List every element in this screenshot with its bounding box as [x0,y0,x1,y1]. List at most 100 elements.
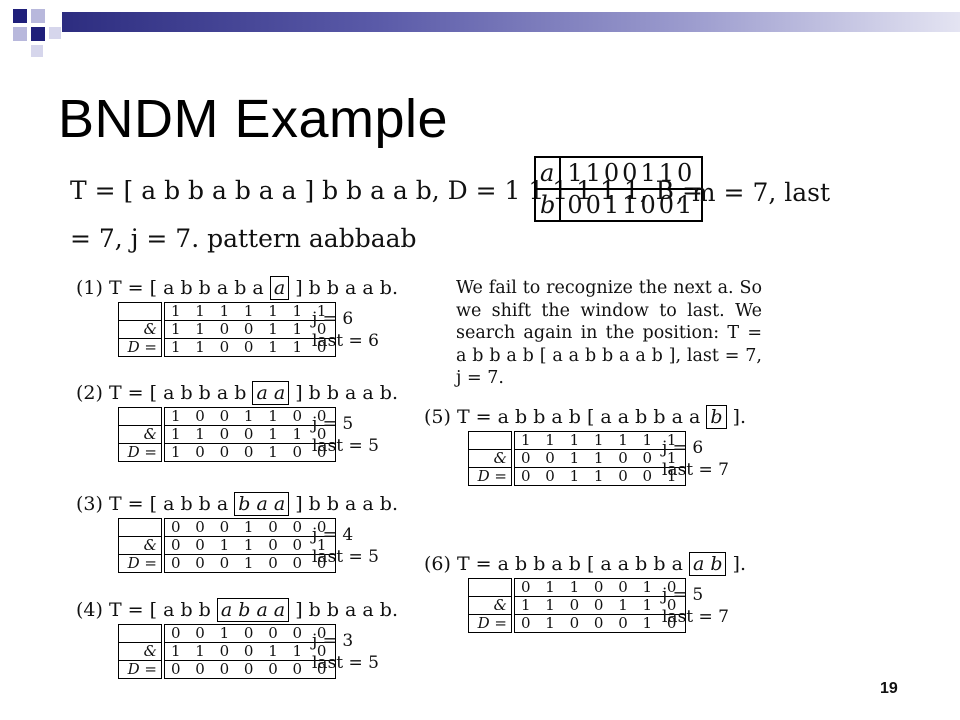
bit-row-label: & [118,425,165,444]
step-text-line: (4) T = [ a b b a b a a ] b b a a b. [76,598,398,622]
bit-row-bits: 0 0 1 1 0 0 1 [512,449,687,468]
step-prefix: T = [ a b b a [108,493,229,515]
step-suffix: ]. [732,406,746,428]
bit-row-label [118,624,165,643]
bit-row-bits: 1 1 0 0 1 1 0 [162,425,337,444]
step-block-5: (5) T = a b b a b [ a a b b a a b ]. 1 1… [424,405,746,486]
bit-row-bits: 1 0 0 1 1 0 0 [162,407,337,426]
bit-row-bits: 0 0 0 1 0 0 0 [162,554,337,573]
step-suffix: ] b b a a b. [295,382,398,404]
bit-row: &1 1 0 0 1 1 0 [118,425,337,444]
step-window-box: a b [688,552,727,576]
step-values: j = 5 last = 5 [312,413,379,457]
step-j-value: j = 5 [662,585,704,605]
header-line-2: = 7, j = 7. pattern aabbaab [70,224,417,253]
bit-row-label: D = [118,660,165,679]
bit-row-bits: 0 0 0 1 0 0 0 [162,518,337,537]
bit-row-bits: 0 0 0 0 0 0 0 [162,660,337,679]
bit-row: D =0 0 0 1 0 0 0 [118,554,337,573]
step-bit-table: 0 0 1 0 0 0 0 &1 1 0 0 1 1 0 D =0 0 0 0 … [118,624,337,679]
b-mask-symbol: a [533,156,562,190]
step-last-value: last = 5 [312,436,379,456]
bit-row-bits: 1 1 0 0 1 1 0 [162,320,337,339]
b-mask-symbol: b [533,188,562,222]
step-bit-table: 1 0 0 1 1 0 0 &1 1 0 0 1 1 0 D =1 0 0 0 … [118,407,337,462]
step-j-value: j = 6 [662,438,704,458]
step-label: (6) [424,553,451,575]
step-window-box: a b a a [216,598,290,622]
step-block-4: (4) T = [ a b b a b a a ] b b a a b. 0 0… [76,598,398,679]
step-j-value: j = 3 [312,631,354,651]
bit-row: D =1 0 0 0 1 0 0 [118,443,337,462]
bit-row: &0 0 1 1 0 0 1 [118,536,337,555]
step-values: j = 3 last = 5 [312,630,379,674]
bit-row-label: D = [118,443,165,462]
bit-row: &1 1 0 0 1 1 0 [118,320,337,339]
step-suffix: ] b b a a b. [295,599,398,621]
step-bit-table: 1 1 1 1 1 1 1 &1 1 0 0 1 1 0 D =1 1 0 0 … [118,302,337,357]
step-label: (2) [76,382,103,404]
bit-row-label: & [118,320,165,339]
step-prefix: T = [ a b b [108,599,211,621]
step-window-box: b [706,405,727,429]
b-mask-row: a 1100110 [533,156,704,190]
bit-row-bits: 0 0 1 1 0 0 1 [512,467,687,486]
step-block-1: (1) T = [ a b b a b a a ] b b a a b. 1 1… [76,276,398,357]
step-block-3: (3) T = [ a b b a b a a ] b b a a b. 0 0… [76,492,398,573]
bit-row: D =0 0 1 1 0 0 1 [468,467,687,486]
bit-row-label: D = [118,338,165,357]
bit-row-bits: 1 0 0 0 1 0 0 [162,443,337,462]
bit-row-label [468,431,515,450]
step-bit-table: 0 0 0 1 0 0 0 &0 0 1 1 0 0 1 D =0 0 0 1 … [118,518,337,573]
step-j-value: j = 6 [312,309,354,329]
step-block-6: (6) T = a b b a b [ a a b b a a b ]. 0 1… [424,552,746,633]
bit-row-label [118,302,165,321]
bit-row-label [118,518,165,537]
bit-row-bits: 1 1 1 1 1 1 1 [162,302,337,321]
header-line-1-tail: , m = 7, last [676,178,831,207]
bit-row-bits: 0 1 0 0 0 1 0 [512,614,687,633]
bit-row-bits: 1 1 0 0 1 1 0 [162,642,337,661]
step-last-value: last = 7 [662,607,729,627]
bit-row: D =0 0 0 0 0 0 0 [118,660,337,679]
step-j-value: j = 4 [312,525,354,545]
bit-row: 0 1 1 0 0 1 0 [468,578,687,597]
b-mask-table: a 1100110 b 0011001 [533,156,704,222]
step-last-value: last = 7 [662,460,729,480]
bit-row-bits: 1 1 1 1 1 1 1 [512,431,687,450]
bit-row-label [468,578,515,597]
page-number: 19 [880,680,898,697]
step-last-value: last = 5 [312,547,379,567]
bit-row-label: & [118,536,165,555]
bit-row-bits: 0 1 1 0 0 1 0 [512,578,687,597]
bit-row-label: D = [468,467,515,486]
bit-row: 1 0 0 1 1 0 0 [118,407,337,426]
b-mask-row: b 0011001 [533,188,704,222]
step-suffix: ]. [732,553,746,575]
step-last-value: last = 6 [312,331,379,351]
bit-row-bits: 1 1 0 0 1 1 0 [512,596,687,615]
bit-row-label: D = [468,614,515,633]
step-prefix: T = a b b a b [ a a b b a [456,553,683,575]
step-suffix: ] b b a a b. [295,277,398,299]
step-label: (1) [76,277,103,299]
step-text-line: (1) T = [ a b b a b a a ] b b a a b. [76,276,398,300]
bit-row-bits: 0 0 1 1 0 0 1 [162,536,337,555]
bit-row: 0 0 0 1 0 0 0 [118,518,337,537]
bit-row-bits: 1 1 0 0 1 1 0 [162,338,337,357]
step-prefix: T = [ a b b a b [108,382,247,404]
step-text-line: (2) T = [ a b b a b a a ] b b a a b. [76,381,398,405]
b-mask-bits: 1100110 [559,156,704,190]
step-values: j = 5 last = 7 [662,584,729,628]
slide-title: BNDM Example [58,89,449,149]
step-window-box: a a [252,381,290,405]
step-text-line: (5) T = a b b a b [ a a b b a a b ]. [424,405,746,429]
step-window-box: b a a [234,492,290,516]
b-mask-bits: 0011001 [559,188,704,222]
step-window-box: a [269,276,290,300]
bit-row: &1 1 0 0 1 1 0 [468,596,687,615]
step-last-value: last = 5 [312,653,379,673]
bit-row-label: & [468,596,515,615]
bit-row: 1 1 1 1 1 1 1 [468,431,687,450]
step-text-line: (6) T = a b b a b [ a a b b a a b ]. [424,552,746,576]
